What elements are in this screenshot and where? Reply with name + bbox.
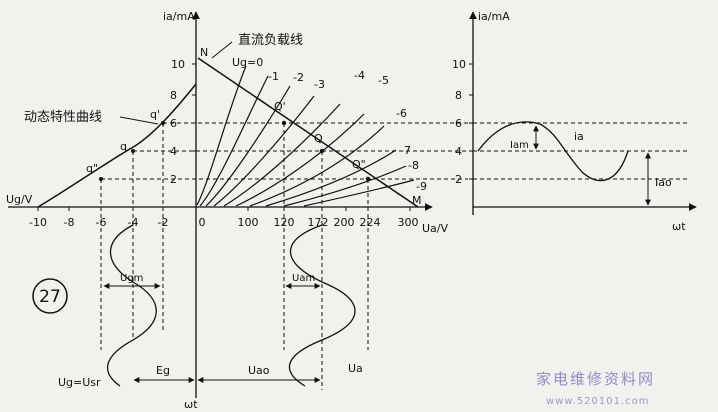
eg-label: Eg (156, 364, 170, 377)
left-x-tick-label: 200 (334, 216, 355, 229)
iao-label: Iao (655, 176, 672, 189)
curve-label: -3 (314, 78, 325, 91)
dc-load-line (197, 57, 419, 208)
curve-label: -7 (400, 144, 411, 157)
left-x-tick-label: -6 (96, 216, 107, 229)
left-x-tick-label: 100 (238, 216, 259, 229)
point-q-dprime (365, 176, 371, 182)
left-y-tick-label: 10 (171, 58, 185, 71)
right-y-tick-label: 8 (455, 89, 462, 102)
dynamic-curve-label: 动态特性曲线 (24, 110, 102, 125)
right-y-tick-label: 10 (452, 58, 466, 71)
uao-label: Uao (248, 364, 270, 377)
watermark: 家电维修资料网 www.520101.com (536, 370, 655, 407)
load-line-label: 直流负载线 (238, 33, 303, 48)
left-x-tick-label: -10 (29, 216, 47, 229)
right-plot (469, 11, 697, 215)
left-plot (8, 11, 468, 398)
watermark-title: 家电维修资料网 (536, 370, 655, 388)
dynamic-characteristic-curve (37, 83, 197, 208)
ug-wave-label: Ug=Usr (58, 376, 101, 389)
right-y-tick-label: 6 (455, 117, 462, 130)
iam-label: Iam (510, 140, 529, 151)
grid-voltage-wave (106, 224, 157, 387)
left-y-tick-label: 6 (170, 117, 177, 130)
left-plot-text: ia/mA Ua/V Ug/V 2 4 6 8 10 -10 -8 -6 -4 … (6, 10, 448, 411)
curve-label: -2 (293, 71, 304, 84)
curve-label: -5 (378, 74, 389, 87)
left-x-tick-label: 300 (398, 216, 419, 229)
right-time-label: ωt (672, 220, 686, 233)
point-m-label: M (412, 194, 422, 207)
point-small-q-dprime-label: q" (86, 162, 98, 175)
left-x-tick-label: 120 (274, 216, 295, 229)
point-small-q-label: q (120, 140, 127, 153)
curve-label: -9 (416, 180, 427, 193)
curve-label: -4 (354, 69, 365, 82)
ia-label: ia (574, 130, 584, 143)
curve-label: Ug=0 (232, 56, 263, 69)
right-y-ticks (469, 63, 473, 180)
left-dashed-refs (100, 122, 468, 390)
left-time-label: ωt (184, 398, 198, 411)
figure-number-circle (32, 278, 68, 314)
point-q-label: Q (314, 132, 323, 145)
left-x-tick-label: 172 (308, 216, 329, 229)
point-q-prime (281, 120, 287, 126)
curve-label: -1 (268, 70, 279, 83)
curve-label: -8 (408, 159, 419, 172)
ua-wave-label: Ua (348, 362, 363, 375)
point-n-label: N (200, 46, 208, 59)
uam-label: Uam (292, 273, 315, 284)
left-x-tick-label: -4 (128, 216, 139, 229)
left-y-tick-label: 8 (170, 89, 177, 102)
right-dashed-refs (473, 122, 690, 180)
left-x-tick-label: -2 (158, 216, 169, 229)
left-x-axis-label: Ua/V (422, 222, 448, 235)
point-small-q-prime-label: q' (150, 108, 160, 121)
anode-voltage-wave (288, 224, 356, 387)
left-x-tick-label: -8 (64, 216, 75, 229)
right-y-axis-label: ia/mA (478, 10, 510, 23)
plate-curves (196, 65, 415, 207)
point-q-prime-label: Q' (274, 100, 286, 113)
left-y-tick-label: 2 (170, 173, 177, 186)
left-y-axis-label: ia/mA (163, 10, 195, 23)
left-y-tick-label: 4 (170, 145, 177, 158)
ugm-label: Ugm (120, 273, 143, 284)
right-y-tick-label: 2 (455, 173, 462, 186)
right-y-tick-label: 4 (455, 145, 462, 158)
point-q-dprime-label: Q" (352, 158, 366, 171)
anode-current-wave (477, 121, 629, 182)
watermark-url: www.520101.com (546, 396, 650, 407)
left-x-tick-label: 0 (199, 216, 206, 229)
grid-voltage-axis-label: Ug/V (6, 193, 33, 206)
right-plot-text: ia/mA 2 4 6 8 10 Iam ia Iao ωt (452, 10, 686, 233)
point-q (319, 148, 325, 154)
figure-number: 27 (39, 287, 61, 307)
curve-label: -6 (396, 107, 407, 120)
left-x-tick-label: 224 (360, 216, 381, 229)
